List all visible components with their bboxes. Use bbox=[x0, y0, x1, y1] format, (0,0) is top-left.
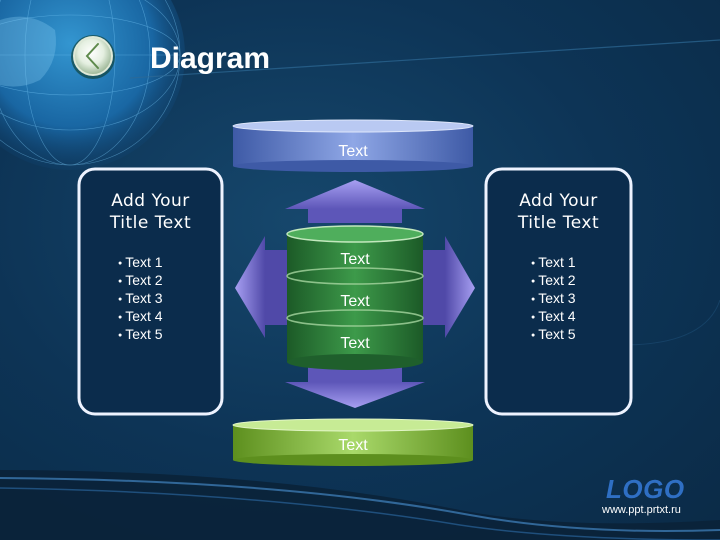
bottom-cylinder-label: Text bbox=[338, 437, 368, 454]
list-item: Text 3 bbox=[531, 290, 575, 308]
list-item: Text 2 bbox=[531, 272, 575, 290]
stack-label-bottom: Text bbox=[340, 335, 370, 352]
list-item: Text 5 bbox=[531, 326, 575, 344]
list-item: Text 1 bbox=[118, 254, 162, 272]
list-item: Text 1 bbox=[531, 254, 575, 272]
right-panel-title-line2: Title Text bbox=[517, 213, 600, 233]
list-item: Text 5 bbox=[118, 326, 162, 344]
back-arrow-icon[interactable] bbox=[71, 35, 115, 79]
stack-label-middle: Text bbox=[340, 293, 370, 310]
page-title: Diagram bbox=[150, 42, 271, 75]
left-panel-title: Add Your Title Text bbox=[79, 190, 222, 234]
list-item: Text 4 bbox=[118, 308, 162, 326]
right-panel-title: Add Your Title Text bbox=[486, 190, 631, 234]
top-cylinder bbox=[232, 119, 474, 172]
down-arrow bbox=[285, 382, 425, 408]
list-item: Text 3 bbox=[118, 290, 162, 308]
top-cylinder-label: Text bbox=[338, 143, 368, 160]
logo: LOGO bbox=[606, 474, 685, 504]
center-stack bbox=[286, 225, 424, 370]
globe-graphic bbox=[0, 0, 185, 170]
right-arrow-stem bbox=[423, 250, 445, 325]
list-item: Text 2 bbox=[118, 272, 162, 290]
bottom-cylinder bbox=[232, 418, 474, 466]
left-panel-list: Text 1 Text 2 Text 3 Text 4 Text 5 bbox=[118, 254, 162, 344]
left-arrow-stem bbox=[265, 250, 287, 325]
up-arrow-stem bbox=[308, 209, 402, 223]
right-panel-title-line1: Add Your bbox=[519, 191, 598, 211]
up-arrow bbox=[285, 180, 425, 209]
bottom-swoosh bbox=[0, 299, 720, 540]
left-panel-title-line1: Add Your bbox=[111, 191, 190, 211]
stack-label-top: Text bbox=[340, 251, 370, 268]
right-arrow bbox=[445, 236, 475, 338]
left-panel-title-line2: Title Text bbox=[109, 213, 192, 233]
right-panel-list: Text 1 Text 2 Text 3 Text 4 Text 5 bbox=[531, 254, 575, 344]
list-item: Text 4 bbox=[531, 308, 575, 326]
footer-url: www.ppt.prtxt.ru bbox=[602, 504, 681, 516]
left-arrow bbox=[235, 236, 265, 338]
